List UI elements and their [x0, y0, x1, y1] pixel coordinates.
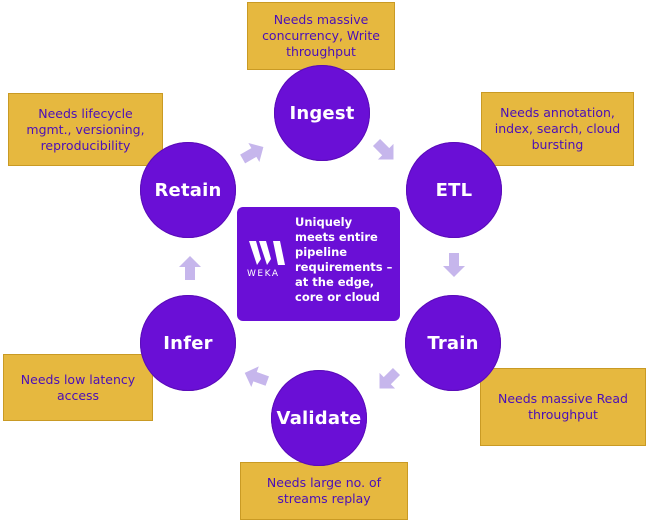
center-box: WEKA Uniquely meets entire pipeline requ…: [237, 207, 400, 321]
stage-infer-label: Infer: [163, 332, 213, 354]
stage-retain-label: Retain: [154, 179, 222, 201]
need-infer: Needs low latency access: [3, 354, 153, 421]
stage-etl-label: ETL: [435, 179, 473, 201]
need-etl: Needs annotation, index, search, cloud b…: [481, 92, 634, 166]
stage-train: Train: [405, 295, 501, 391]
stage-retain: Retain: [140, 142, 236, 238]
arrow-ingest-etl-icon: [372, 138, 394, 160]
stage-validate: Validate: [271, 370, 367, 466]
arrow-validate-infer-icon: [244, 366, 269, 387]
stage-ingest-label: Ingest: [289, 102, 355, 124]
stage-ingest: Ingest: [274, 65, 370, 161]
arrow-etl-train-icon: [443, 253, 465, 277]
weka-logo-icon: [249, 241, 285, 265]
stage-validate-label: Validate: [276, 407, 362, 429]
need-train: Needs massive Read throughput: [480, 368, 646, 446]
need-ingest: Needs massive concurrency, Write through…: [247, 2, 395, 70]
stage-train-label: Train: [427, 332, 479, 354]
stage-etl: ETL: [406, 142, 502, 238]
arrow-train-validate-icon: [379, 367, 401, 389]
stage-infer: Infer: [140, 295, 236, 391]
need-retain: Needs lifecycle mgmt., versioning, repro…: [8, 93, 163, 166]
center-description: Uniquely meets entire pipeline requireme…: [295, 215, 393, 304]
weka-logo-word: WEKA: [247, 269, 280, 279]
arrow-retain-ingest-icon: [240, 142, 264, 164]
need-validate: Needs large no. of streams replay: [240, 462, 408, 520]
arrow-infer-retain-icon: [179, 256, 201, 280]
